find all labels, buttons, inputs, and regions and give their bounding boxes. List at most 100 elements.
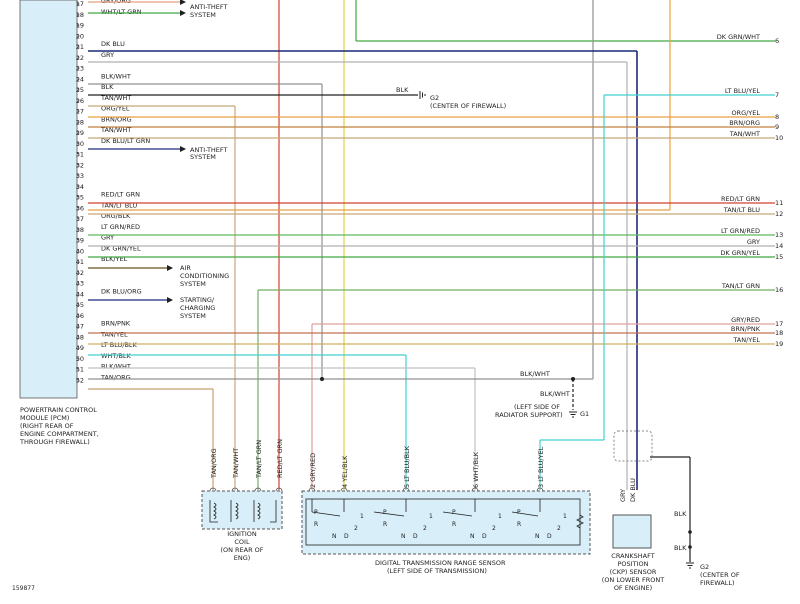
arrow-anti-theft-1-a — [180, 0, 186, 5]
pin-terminal — [76, 152, 80, 157]
trs-position: P — [517, 509, 521, 516]
pin-terminal — [76, 334, 80, 340]
pin-number: 47 — [76, 323, 84, 331]
splice-dot-pin24 — [320, 377, 324, 381]
trs-position: 2 — [557, 525, 561, 532]
trs-position: 2 — [423, 525, 427, 532]
pin-wire-label: GRY — [101, 51, 114, 59]
right-wire-label: LT GRN/RED — [721, 227, 760, 235]
ckp-label-line: CRANKSHAFT — [611, 552, 654, 560]
g2-bottom-wire1: BLK — [674, 510, 687, 518]
pin-number: 48 — [76, 333, 84, 341]
right-connector-number: 13 — [775, 231, 783, 239]
pin-terminal — [76, 66, 80, 71]
pin-number: 21 — [76, 43, 84, 51]
pin-number: 42 — [76, 269, 84, 277]
g2-top-ground-symbol — [419, 91, 426, 99]
pin-number: 35 — [76, 194, 84, 202]
coil-label-line: ENG) — [234, 554, 251, 562]
wire-layer — [88, 0, 775, 562]
g2-bottom-name: G2 — [700, 563, 709, 571]
pcm-label-line: ENGINE COMPARTMENT, — [20, 430, 99, 438]
pin-wire-label: BRN/ORG — [101, 115, 132, 123]
pin-number: 20 — [76, 32, 84, 40]
pin-number: 49 — [76, 344, 84, 352]
pin-wire-label: BLK/WHT — [101, 363, 131, 371]
ckp-label-line: OF ENGINE) — [614, 584, 652, 592]
right-connector-number: 14 — [775, 242, 783, 250]
anti-theft-1-line2: SYSTEM — [190, 11, 216, 19]
trs-position: 1 — [360, 513, 364, 520]
pin-number: 50 — [76, 355, 84, 363]
pin-wire-label: TAN/YEL — [100, 330, 128, 338]
pin-terminal — [76, 87, 80, 93]
pin-number: 27 — [76, 108, 84, 116]
trs-label-line1: DIGITAL TRANSMISSION RANGE SENSOR — [375, 559, 506, 567]
right-wire-label: TAN/LT BLU — [723, 206, 760, 214]
pin-number: 17 — [76, 0, 84, 8]
trs-position: D — [547, 533, 552, 540]
trs-wire-label: 4 YEL/BLK — [341, 455, 349, 488]
pin-wire-label: DK GRN/YEL — [101, 244, 141, 252]
pin-wire-label: ORG/BLK — [101, 212, 131, 220]
ckp-label-line: (CKP) SENSOR — [610, 568, 657, 576]
right-wire-label: BRN/ORG — [729, 119, 760, 127]
right-wire-label: GRY — [747, 238, 760, 246]
trs-position: N — [535, 533, 540, 540]
pin-wire-label: ORG/YEL — [101, 105, 130, 113]
pin-terminal — [76, 76, 80, 82]
pin-number: 36 — [76, 204, 84, 212]
g1-wire-label: BLK/WHT — [540, 390, 570, 398]
pin-wire-label: BLK — [101, 83, 114, 91]
pin-number: 34 — [76, 183, 84, 191]
pin-wire-label: DK BLU — [101, 40, 125, 48]
pin-wire-label: WHT/LT GRN — [101, 8, 142, 16]
pin-terminal — [76, 356, 80, 362]
right-wire-label: BRN/PNK — [731, 325, 761, 333]
pin-terminal — [76, 259, 80, 265]
trs-position: P — [452, 509, 456, 516]
ckp-shield — [613, 430, 653, 462]
right-connector-number: 15 — [775, 253, 783, 261]
trs-position: 1 — [498, 513, 502, 520]
pin-number: 29 — [76, 129, 84, 137]
g1-ground-symbol — [569, 411, 577, 418]
starting-line1: STARTING/ — [180, 296, 215, 304]
pin-number: 51 — [76, 366, 84, 374]
pin-terminal — [76, 291, 80, 297]
pin-number: 18 — [76, 11, 84, 19]
pcm-label-line: (RIGHT REAR OF — [20, 422, 74, 430]
trs-position: N — [401, 533, 406, 540]
connector-pins — [209, 487, 544, 492]
g2-top-wire-label: BLK — [396, 86, 409, 94]
coil-wire-label: RED/LT GRN — [276, 439, 284, 478]
g1-name: G1 — [580, 410, 589, 418]
ignition-coil-box — [201, 490, 283, 530]
pin-wire-label: LT BLU/BLK — [101, 341, 138, 349]
pin-number: 40 — [76, 247, 84, 255]
right-connector-number: 7 — [775, 91, 779, 99]
pin-terminal — [76, 162, 80, 168]
pin-terminal — [76, 98, 80, 104]
g2-bottom-location2: FIREWALL) — [700, 579, 735, 587]
ckp-label-line: POSITION — [618, 560, 649, 568]
right-connector-number: 6 — [775, 37, 779, 45]
right-connector-number: 9 — [775, 123, 779, 131]
pin-number: 32 — [76, 161, 84, 169]
trs-position: D — [344, 533, 349, 540]
ckp-wire-dk-blu: DK BLU — [629, 478, 637, 502]
trs-label-line2: (LEFT SIDE OF TRANSMISSION) — [387, 567, 487, 575]
pin-terminal — [76, 12, 80, 18]
pin-terminal — [76, 23, 80, 28]
pin-wire-label: TAN/WHT — [100, 126, 131, 134]
trs-wire-label: 3 LT BLU/YEL — [537, 446, 545, 488]
arrow-ac — [167, 265, 173, 271]
pin-terminal — [76, 1, 80, 7]
g1-location-line1: (LEFT SIDE OF — [514, 403, 560, 411]
trs-position: N — [332, 533, 337, 540]
